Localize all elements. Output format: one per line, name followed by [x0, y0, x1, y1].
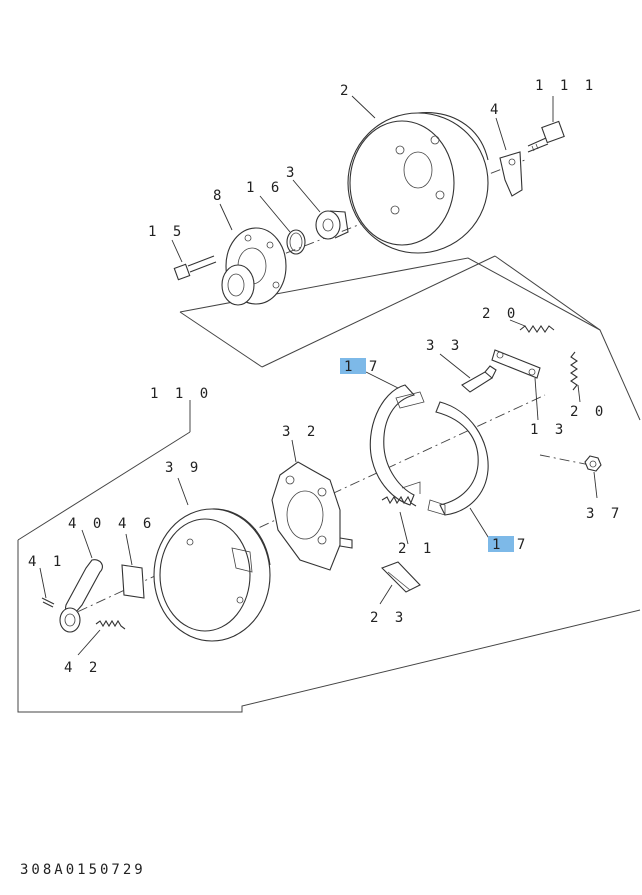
label-42: 4 2: [64, 660, 101, 676]
label-21: 2 1: [398, 541, 435, 557]
nut-part-37: [584, 455, 602, 472]
bolt-part-111: [527, 120, 565, 153]
spring-part-20-right: [570, 351, 578, 391]
nut-axis-line: [539, 454, 591, 466]
label-46: 4 6: [118, 516, 155, 532]
highlight-17-bottom: [488, 536, 514, 552]
label-8: 8: [213, 188, 225, 204]
oring-part-16: [286, 229, 306, 255]
label-32: 3 2: [282, 424, 319, 440]
shim-part-46: [121, 564, 145, 599]
label-40: 4 0: [68, 516, 105, 532]
label-23: 2 3: [370, 610, 407, 626]
label-16: 1 6: [246, 180, 283, 196]
label-17-top: 1 7: [344, 359, 381, 375]
brake-shoe-part-17-rear: [369, 384, 425, 506]
backing-plate-part-32: [271, 461, 353, 571]
label-110: 1 1 0: [150, 386, 212, 402]
leader-lines: [39, 95, 598, 656]
nut-part-3: [315, 210, 349, 240]
spring-part-20-top: [519, 325, 555, 333]
label-13: 1 3: [530, 422, 567, 438]
label-41: 4 1: [28, 554, 65, 570]
label-33: 3 3: [426, 338, 463, 354]
label-17-bottom: 1 7: [492, 537, 529, 553]
spring-part-21: [381, 495, 417, 507]
highlight-17-top: [340, 358, 366, 374]
drawing-code: 308A0150729: [20, 862, 146, 878]
label-20-top: 2 0: [482, 306, 519, 322]
bolt-part-15: [173, 255, 217, 281]
adjuster-screw-part-23: [381, 561, 421, 593]
label-4: 4: [490, 102, 502, 118]
strut-link-part-13: [491, 349, 541, 379]
callout-labels: 1 1 1 2 4 3 1 6 8 1 5 2 0 3 3 1 7 1 1 0 …: [28, 78, 623, 676]
lower-assembly-frame: [17, 255, 641, 713]
label-111: 1 1 1: [535, 78, 597, 94]
label-20-right: 2 0: [570, 404, 607, 420]
label-39: 3 9: [165, 460, 202, 476]
label-2: 2: [340, 83, 352, 99]
adjuster-part-33: [461, 365, 497, 393]
lever-part-40: [59, 559, 103, 633]
label-3: 3: [286, 165, 298, 181]
label-15: 1 5: [148, 224, 185, 240]
brake-drum-part-2: [347, 112, 489, 254]
bracket-part-4: [499, 151, 523, 197]
spring-part-42: [95, 619, 126, 630]
label-37: 3 7: [586, 506, 623, 522]
brake-shoe-part-17-front: [427, 401, 489, 516]
pin-part-41: [41, 597, 55, 608]
hub-flange-part-8: [221, 227, 287, 306]
drum-cover-part-39: [153, 508, 271, 642]
